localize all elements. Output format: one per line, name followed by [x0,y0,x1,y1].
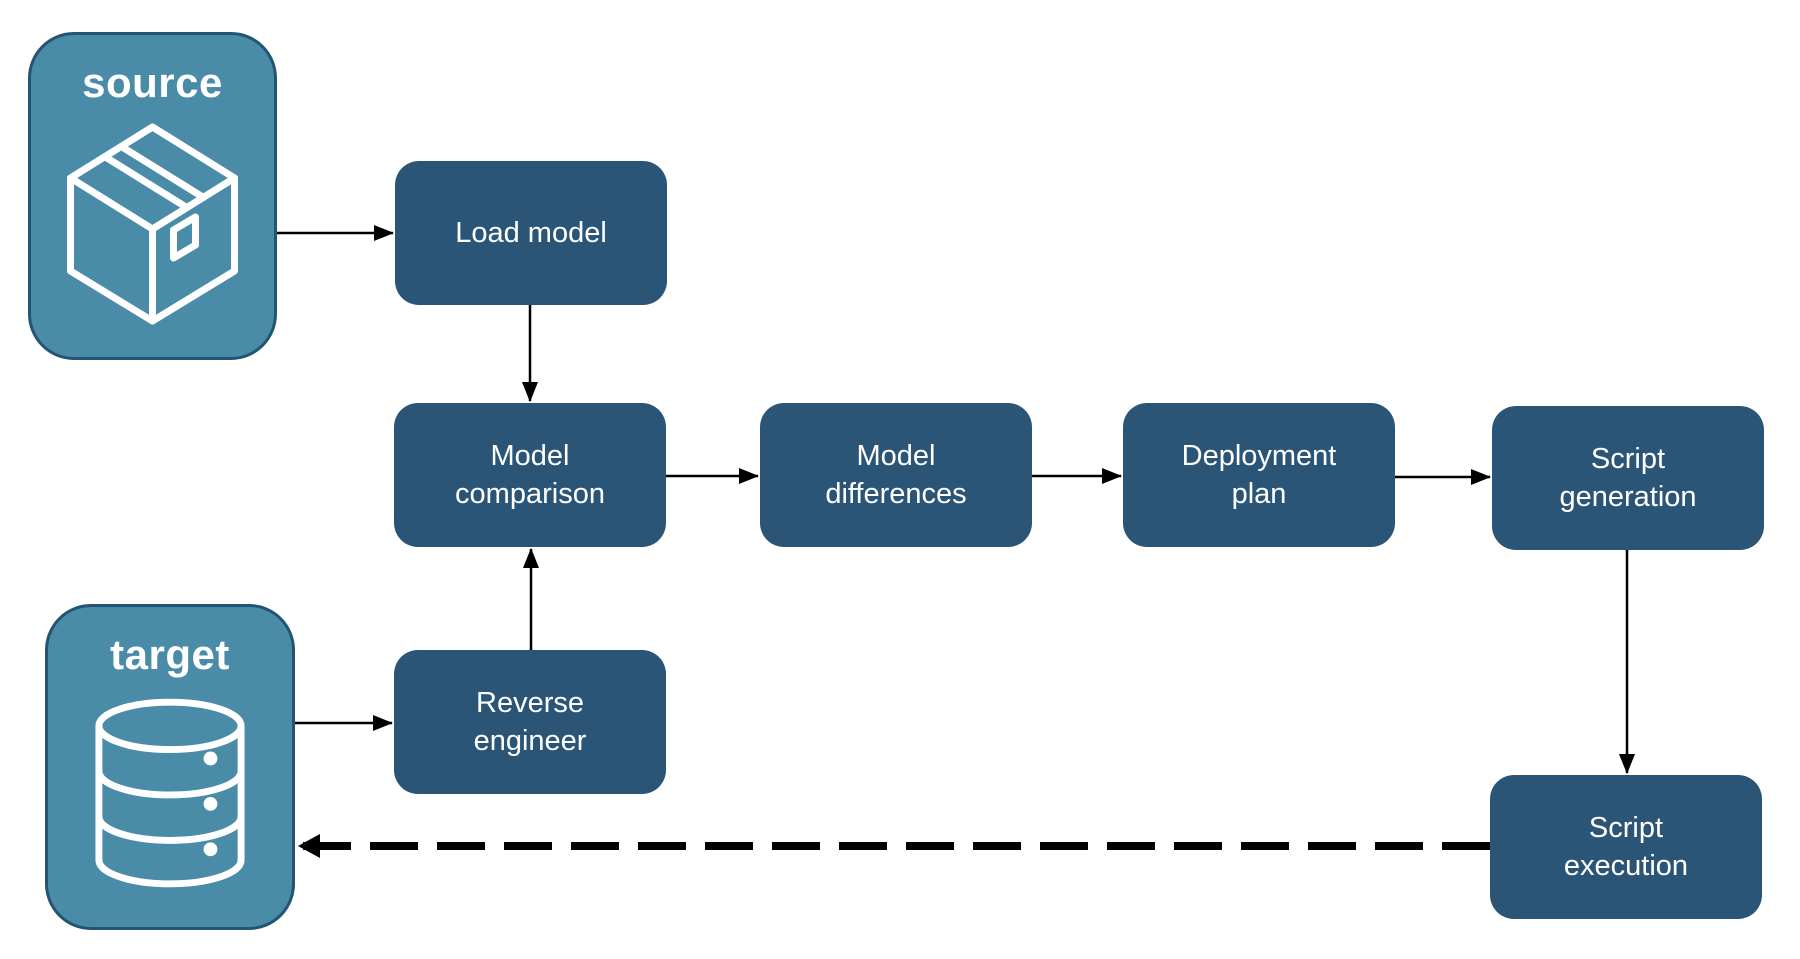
node-model-comparison-label: Model comparison [455,439,605,510]
node-deployment-plan: Deployment plan [1123,403,1395,547]
node-script-execution-label: Script execution [1563,811,1689,882]
entity-source-label: source [82,59,223,106]
node-script-generation: Script generation [1492,406,1764,550]
node-deployment-plan-label: Deployment plan [1181,439,1337,510]
entity-target-label: target [110,631,230,678]
node-reverse-engineer-label: Reverse engineer [473,686,587,757]
node-script-execution: Script execution [1490,775,1762,919]
database-icon [95,698,245,888]
node-reverse-engineer: Reverse engineer [394,650,666,794]
package-icon [66,123,238,325]
node-load-model-label: Load model [455,216,607,249]
node-model-differences-label: Model differences [825,439,967,510]
entity-target: target [45,604,295,930]
node-model-differences: Model differences [760,403,1032,547]
node-load-model: Load model [395,161,667,305]
node-model-comparison: Model comparison [394,403,666,547]
node-script-generation-label: Script generation [1559,442,1697,513]
entity-source: source [28,32,277,360]
